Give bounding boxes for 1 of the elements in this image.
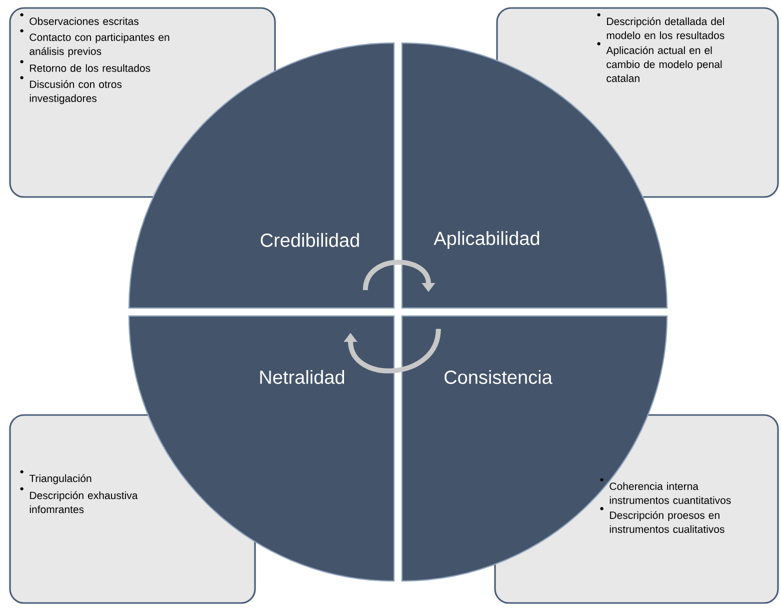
circular-arrow (344, 328, 441, 374)
